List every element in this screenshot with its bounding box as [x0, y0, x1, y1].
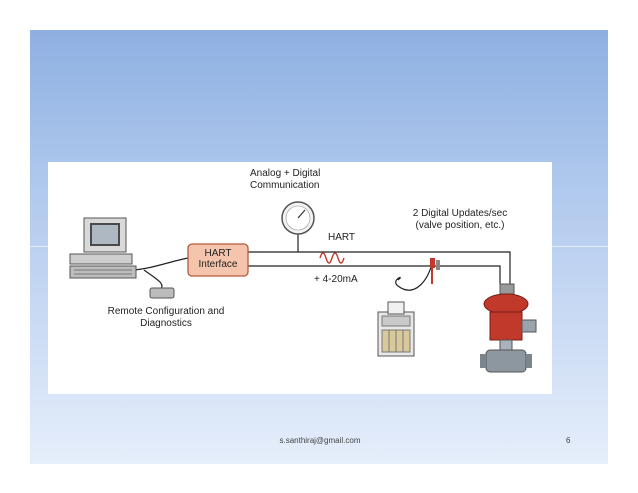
mouse-icon	[149, 287, 175, 299]
control-valve-icon	[480, 283, 537, 373]
hart-wave	[319, 252, 345, 264]
current-loop-label: + 4-20mA	[314, 274, 358, 285]
slide-background: Analog + Digital Communication HART Inte…	[30, 30, 608, 464]
hart-interface-box	[187, 243, 249, 277]
page-number: 6	[566, 436, 571, 445]
analog-digital-label: Analog + Digital Communication	[250, 168, 321, 191]
hart-label: HART	[328, 232, 356, 243]
handheld-communicator-icon	[377, 301, 415, 357]
computer-cable	[129, 257, 189, 271]
hart-interface-label: HART Interface	[198, 248, 238, 270]
hart-diagram: Analog + Digital Communication HART Inte…	[48, 162, 552, 394]
footer-email: s.santhiraj@gmail.com	[279, 436, 361, 445]
wire-bottom	[248, 265, 501, 284]
handheld-cable	[395, 259, 434, 291]
mouse-cable	[143, 269, 163, 291]
probe-clips	[430, 258, 440, 284]
diagram-canvas	[69, 201, 537, 373]
computer-icon	[69, 217, 137, 279]
wire-top	[248, 251, 511, 284]
digital-updates-label: 2 Digital Updates/sec (valve position, e…	[412, 208, 508, 231]
gauge-icon	[281, 201, 315, 235]
remote-config-label: Remote Configuration and Diagnostics	[107, 306, 225, 329]
